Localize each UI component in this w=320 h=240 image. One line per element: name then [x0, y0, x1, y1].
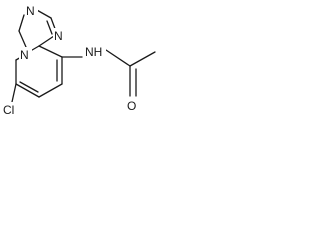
atom-labels: N N N NH O Cl	[2, 3, 140, 117]
bond-c6-to-c5	[15, 83, 40, 98]
bond-n-top-to-c-ch-left	[18, 14, 25, 32]
atom-n-ring: N	[54, 29, 63, 43]
bond-c-ch-to-n-ring-inner	[46, 20, 53, 35]
bond-c5-to-cl	[11, 83, 17, 103]
atom-nh: NH	[85, 45, 102, 59]
bond-c-left-to-n-bridge	[18, 30, 27, 48]
atom-n-bridge: N	[20, 48, 29, 62]
atom-o: O	[127, 99, 136, 113]
bond-nh-to-c-carbonyl	[105, 49, 131, 67]
atom-n-top: N	[26, 4, 35, 18]
bond-c6-to-c5-inner	[19, 81, 39, 93]
bonds	[11, 8, 156, 103]
bond-c8a-to-c8	[38, 45, 63, 58]
bond-c7-to-c6	[38, 83, 63, 98]
structure-diagram: N N N NH O Cl	[2, 3, 156, 117]
atom-cl: Cl	[3, 103, 14, 117]
bond-c-carbonyl-to-ch3	[129, 51, 156, 67]
